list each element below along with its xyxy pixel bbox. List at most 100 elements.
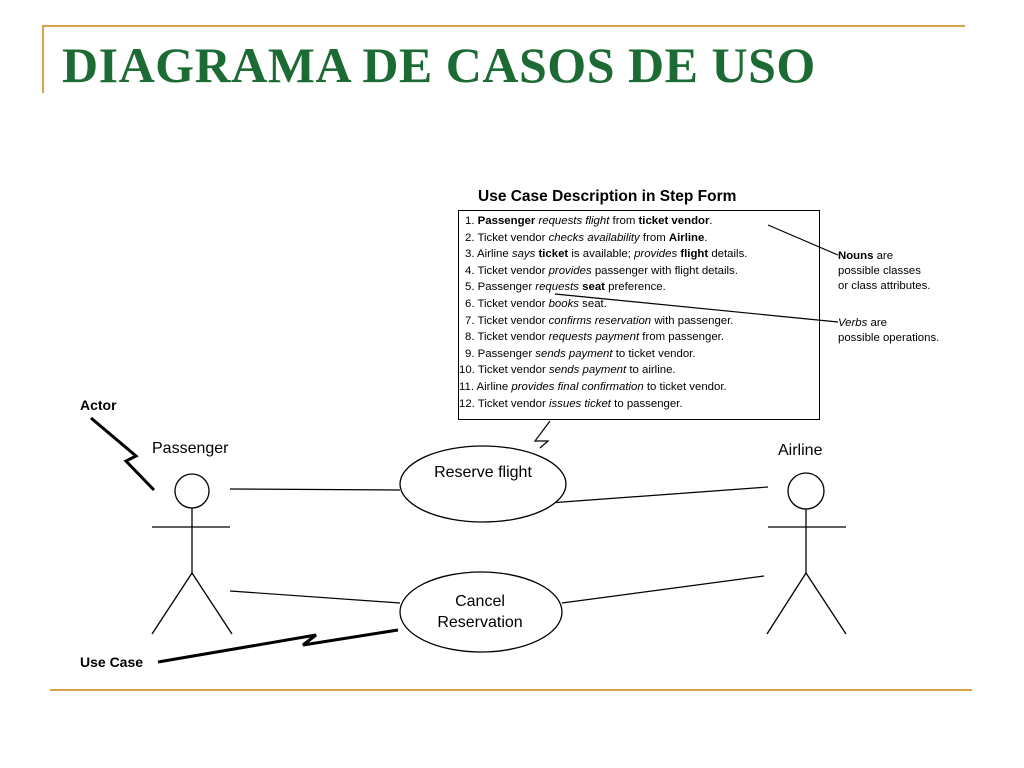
description-step: 12. Ticket vendor issues ticket to passe… bbox=[459, 397, 683, 410]
step-text: Ticket vendor bbox=[477, 264, 549, 277]
nouns-note-line2: possible classes bbox=[838, 265, 921, 277]
assoc-passenger-reserve bbox=[229, 488, 401, 491]
step-text: provides final confirmation bbox=[511, 381, 644, 393]
assoc-cancel-airline bbox=[561, 575, 765, 604]
step-text: Passenger bbox=[477, 215, 536, 227]
step-text: is available; bbox=[568, 248, 635, 261]
assoc-passenger-cancel bbox=[229, 590, 401, 604]
step-text: issues ticket bbox=[548, 397, 611, 410]
step-text: passenger with flight details. bbox=[591, 264, 738, 277]
passenger-left-leg bbox=[151, 572, 193, 635]
description-step: 4. Ticket vendor provides passenger with… bbox=[465, 264, 738, 277]
step-text: requests flight bbox=[538, 215, 610, 227]
step-text: confirms reservation bbox=[548, 314, 652, 327]
step-text: . bbox=[704, 231, 708, 244]
description-step: 2. Ticket vendor checks availability fro… bbox=[465, 231, 708, 244]
step-text: Ticket vendor bbox=[477, 364, 549, 377]
step-text: from passenger. bbox=[639, 331, 724, 344]
step-text: details. bbox=[708, 248, 748, 261]
usecase-reserve-flight-label: Reserve flight bbox=[434, 464, 532, 481]
usecase-lightning-line bbox=[157, 628, 399, 664]
usecase-cancel-label: Cancel bbox=[455, 593, 505, 610]
description-connector-line bbox=[533, 420, 551, 449]
step-number: 6. bbox=[465, 298, 475, 310]
nouns-note: Nouns are possible classes or class attr… bbox=[838, 249, 930, 294]
step-text: checks availability bbox=[548, 231, 640, 244]
step-text: to ticket vendor. bbox=[643, 381, 727, 393]
usecase-cancel-reservation-oval bbox=[399, 571, 563, 653]
step-text: sends payment bbox=[548, 364, 627, 377]
title-rule-top bbox=[42, 25, 965, 27]
nouns-note-line3: or class attributes. bbox=[838, 280, 931, 292]
step-text: provides bbox=[634, 248, 678, 261]
usecase-reserve-flight-oval bbox=[399, 445, 567, 523]
verbs-note: Verbs are possible operations. bbox=[838, 316, 939, 346]
step-number: 9. bbox=[465, 347, 475, 360]
description-box bbox=[458, 210, 820, 420]
verbs-note-line1: Verbs are bbox=[838, 317, 887, 329]
step-text: to airline. bbox=[626, 364, 676, 377]
step-number: 5. bbox=[465, 281, 475, 294]
description-step: 10. Ticket vendor sends payment to airli… bbox=[459, 365, 676, 376]
step-text: Airline bbox=[477, 248, 512, 261]
bottom-rule bbox=[50, 689, 972, 691]
step-number: 7. bbox=[465, 314, 475, 327]
description-step: 9. Passenger sends payment to ticket ven… bbox=[465, 347, 696, 360]
step-text: Ticket vendor bbox=[477, 397, 549, 410]
step-text: requests bbox=[535, 281, 579, 294]
step-text: from bbox=[609, 215, 639, 227]
step-text: provides bbox=[548, 264, 592, 277]
step-text: to ticket vendor. bbox=[612, 347, 696, 360]
step-text: Passenger bbox=[477, 281, 536, 294]
airline-head bbox=[787, 472, 825, 510]
description-step: 6. Ticket vendor books seat. bbox=[465, 298, 607, 310]
step-text: Airline bbox=[476, 381, 512, 393]
step-text: to passenger. bbox=[610, 397, 683, 410]
passenger-label: Passenger bbox=[152, 440, 229, 457]
associations bbox=[229, 486, 769, 604]
step-number: 1. bbox=[465, 215, 475, 227]
passenger-head bbox=[174, 473, 210, 509]
airline-actor bbox=[766, 472, 847, 635]
title-rule-left bbox=[42, 25, 44, 93]
step-text: Passenger bbox=[477, 347, 536, 360]
nouns-note-line1: Nouns are bbox=[838, 250, 894, 262]
passenger-right-leg bbox=[191, 572, 233, 635]
step-text: Ticket vendor bbox=[477, 231, 549, 244]
description-step: 1. Passenger requests flight from ticket… bbox=[465, 215, 713, 227]
step-text: . bbox=[709, 215, 713, 227]
step-text: with passenger. bbox=[651, 314, 734, 327]
step-text: Ticket vendor bbox=[477, 298, 549, 310]
verbs-pointer-line bbox=[554, 293, 839, 323]
slide-title: DIAGRAMA DE CASOS DE USO bbox=[62, 37, 816, 93]
step-text: flight bbox=[680, 248, 709, 261]
step-number: 8. bbox=[465, 331, 475, 344]
step-text: ticket vendor bbox=[638, 215, 710, 227]
description-step: 3. Airline says ticket is available; pro… bbox=[465, 248, 748, 261]
airline-right-leg bbox=[805, 572, 847, 635]
step-text: sends payment bbox=[535, 347, 613, 360]
step-text: requests payment bbox=[548, 331, 640, 344]
assoc-reserve-airline bbox=[548, 486, 769, 504]
airline-left-leg bbox=[766, 572, 807, 635]
passenger-actor bbox=[151, 473, 233, 635]
step-text: seat bbox=[582, 281, 605, 294]
step-number: 3. bbox=[465, 248, 475, 261]
actor-callout-label: Actor bbox=[80, 397, 117, 413]
step-number: 10. bbox=[459, 364, 475, 377]
step-text: books bbox=[548, 298, 579, 310]
step-text: preference. bbox=[604, 281, 666, 294]
step-text: Ticket vendor bbox=[477, 331, 549, 344]
airline-label: Airline bbox=[778, 442, 823, 459]
step-text: from bbox=[639, 231, 669, 244]
step-text: Ticket vendor bbox=[477, 314, 549, 327]
step-number: 11. bbox=[459, 381, 474, 393]
description-step: 7. Ticket vendor confirms reservation wi… bbox=[465, 314, 734, 327]
nouns-pointer-line bbox=[767, 224, 839, 256]
step-text: seat. bbox=[579, 298, 607, 310]
step-text: says bbox=[511, 248, 536, 261]
description-step: 8. Ticket vendor requests payment from p… bbox=[465, 331, 724, 344]
description-step: 11. Airline provides final confirmation … bbox=[459, 381, 727, 393]
step-number: 12. bbox=[459, 397, 475, 410]
